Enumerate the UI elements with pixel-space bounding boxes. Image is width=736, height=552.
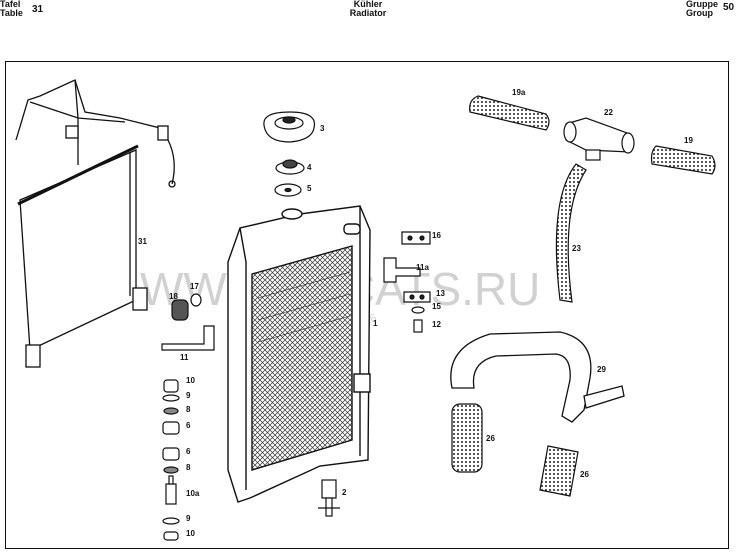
- table-label: Tafel Table: [0, 0, 23, 18]
- part-29-pipe: [450, 331, 625, 423]
- callout-12: 12: [432, 320, 441, 329]
- callout-13: 13: [436, 289, 445, 298]
- callout-6: 6: [186, 447, 191, 456]
- part-4-gasket-spring: [275, 159, 305, 175]
- callout-8: 8: [186, 463, 191, 472]
- callout-10: 10: [186, 376, 195, 385]
- group-label: Gruppe Group: [686, 0, 718, 18]
- gruppe-label-en: Group: [686, 8, 713, 18]
- callout-26: 26: [486, 434, 495, 443]
- part-5-washer: [274, 183, 302, 197]
- callout-18: 18: [169, 292, 178, 301]
- callout-3: 3: [320, 124, 325, 133]
- hose-23: [555, 163, 587, 303]
- mounting-stack: [162, 379, 180, 541]
- part-3-radiator-cap: [263, 111, 316, 143]
- callout-17: 17: [190, 282, 199, 291]
- callout-19: 19: [684, 136, 693, 145]
- page-title: Kühler Radiator: [0, 0, 736, 18]
- callout-1: 1: [373, 319, 378, 328]
- callout-16: 16: [432, 231, 441, 240]
- hose-26-left: [451, 403, 483, 473]
- title-de: Kühler: [353, 0, 383, 9]
- diagram-frame: [5, 61, 729, 549]
- callout-10a: 10a: [186, 489, 200, 498]
- hose-26-right: [539, 445, 579, 497]
- callout-19a: 19a: [512, 88, 526, 97]
- tafel-label-de: Tafel: [0, 0, 21, 9]
- callout-29: 29: [597, 365, 606, 374]
- callout-6: 6: [186, 421, 191, 430]
- tafel-label-en: Table: [0, 8, 23, 18]
- callout-15: 15: [432, 302, 441, 311]
- callout-11: 11: [180, 353, 189, 362]
- callout-labels: 3134519a2219231611a131512181711129109866…: [138, 88, 693, 538]
- callout-26: 26: [580, 470, 589, 479]
- callout-2: 2: [342, 488, 347, 497]
- callout-31: 31: [138, 237, 147, 246]
- callout-9: 9: [186, 391, 191, 400]
- gruppe-label-de: Gruppe: [686, 0, 719, 9]
- part-31-shade-assembly: [15, 79, 176, 368]
- group-number: 50: [723, 2, 735, 13]
- part-2-drain-cock: [318, 479, 340, 517]
- table-number: 31: [32, 4, 44, 15]
- part-22-thermostat-housing: [563, 117, 635, 161]
- hose-19a: [469, 95, 550, 131]
- callout-5: 5: [307, 184, 312, 193]
- hose-19: [650, 145, 716, 175]
- callout-4: 4: [307, 163, 312, 172]
- brackets-16-11a-13: [383, 231, 431, 333]
- callout-22: 22: [604, 108, 613, 117]
- callout-23: 23: [572, 244, 581, 253]
- callout-9: 9: [186, 514, 191, 523]
- parts-18-17-11: [161, 293, 215, 351]
- part-1-radiator: [227, 205, 371, 503]
- title-en: Radiator: [349, 8, 387, 18]
- callout-11a: 11a: [416, 263, 429, 272]
- callout-10: 10: [186, 529, 195, 538]
- callout-8: 8: [186, 405, 191, 414]
